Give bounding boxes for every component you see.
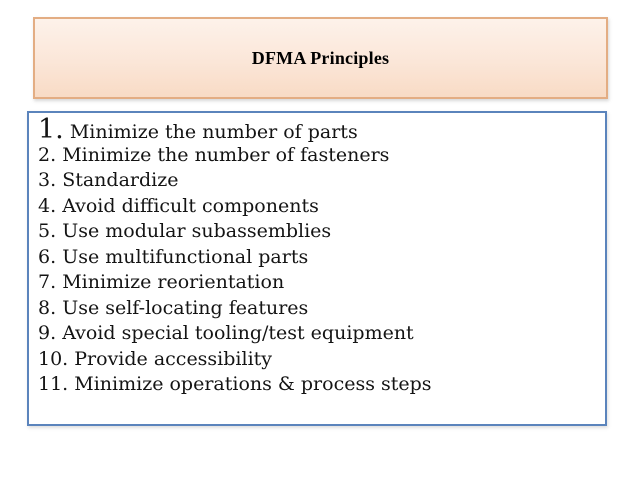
list-item: 4. Avoid difficult components	[38, 194, 597, 220]
list-item: 7. Minimize reorientation	[38, 270, 597, 296]
list-item: 10. Provide accessibility	[38, 347, 597, 373]
list-item: 1. Minimize the number of parts	[38, 114, 597, 145]
list-item-text: Minimize the number of parts	[69, 121, 358, 143]
list-item-text: Avoid special tooling/test equipment	[62, 322, 414, 344]
list-item-text: Use self-locating features	[62, 296, 309, 319]
list-item: 8. Use self-locating features	[38, 296, 597, 322]
slide-title: DFMA Principles	[251, 47, 390, 68]
list-item-text: Minimize operations & process steps	[74, 373, 432, 395]
list-item-number: 4.	[38, 194, 57, 217]
list-item: 6. Use multifunctional parts	[38, 245, 597, 271]
list-item-text: Minimize reorientation	[62, 271, 285, 293]
list-item: 11. Minimize operations & process steps	[38, 372, 597, 398]
list-item-number: 8.	[38, 296, 57, 319]
list-item-text: Provide accessibility	[74, 347, 273, 370]
list-item-text: Avoid difficult components	[62, 194, 319, 217]
list-item-number: 11.	[38, 373, 69, 395]
list-item-number: 7.	[38, 271, 57, 293]
list-item-number: 1.	[38, 114, 64, 145]
list-item: 5. Use modular subassemblies	[38, 219, 597, 245]
title-box: DFMA Principles	[33, 17, 608, 99]
list-item-number: 5.	[38, 220, 57, 242]
list-item-number: 6.	[38, 245, 57, 268]
principles-box: 1. Minimize the number of parts 2. Minim…	[27, 111, 607, 426]
list-item-text: Minimize the number of fasteners	[62, 143, 390, 166]
list-item-number: 9.	[38, 322, 57, 344]
list-item: 2. Minimize the number of fasteners	[38, 143, 597, 169]
list-item-text: Standardize	[62, 169, 179, 191]
list-item-text: Use multifunctional parts	[62, 245, 309, 268]
list-item: 3. Standardize	[38, 168, 597, 194]
list-item-number: 10.	[38, 347, 69, 370]
list-item: 9. Avoid special tooling/test equipment	[38, 321, 597, 347]
list-item-text: Use modular subassemblies	[62, 220, 332, 242]
principles-list: 1. Minimize the number of parts 2. Minim…	[38, 114, 597, 398]
list-item-number: 3.	[38, 169, 57, 191]
list-item-number: 2.	[38, 143, 57, 166]
